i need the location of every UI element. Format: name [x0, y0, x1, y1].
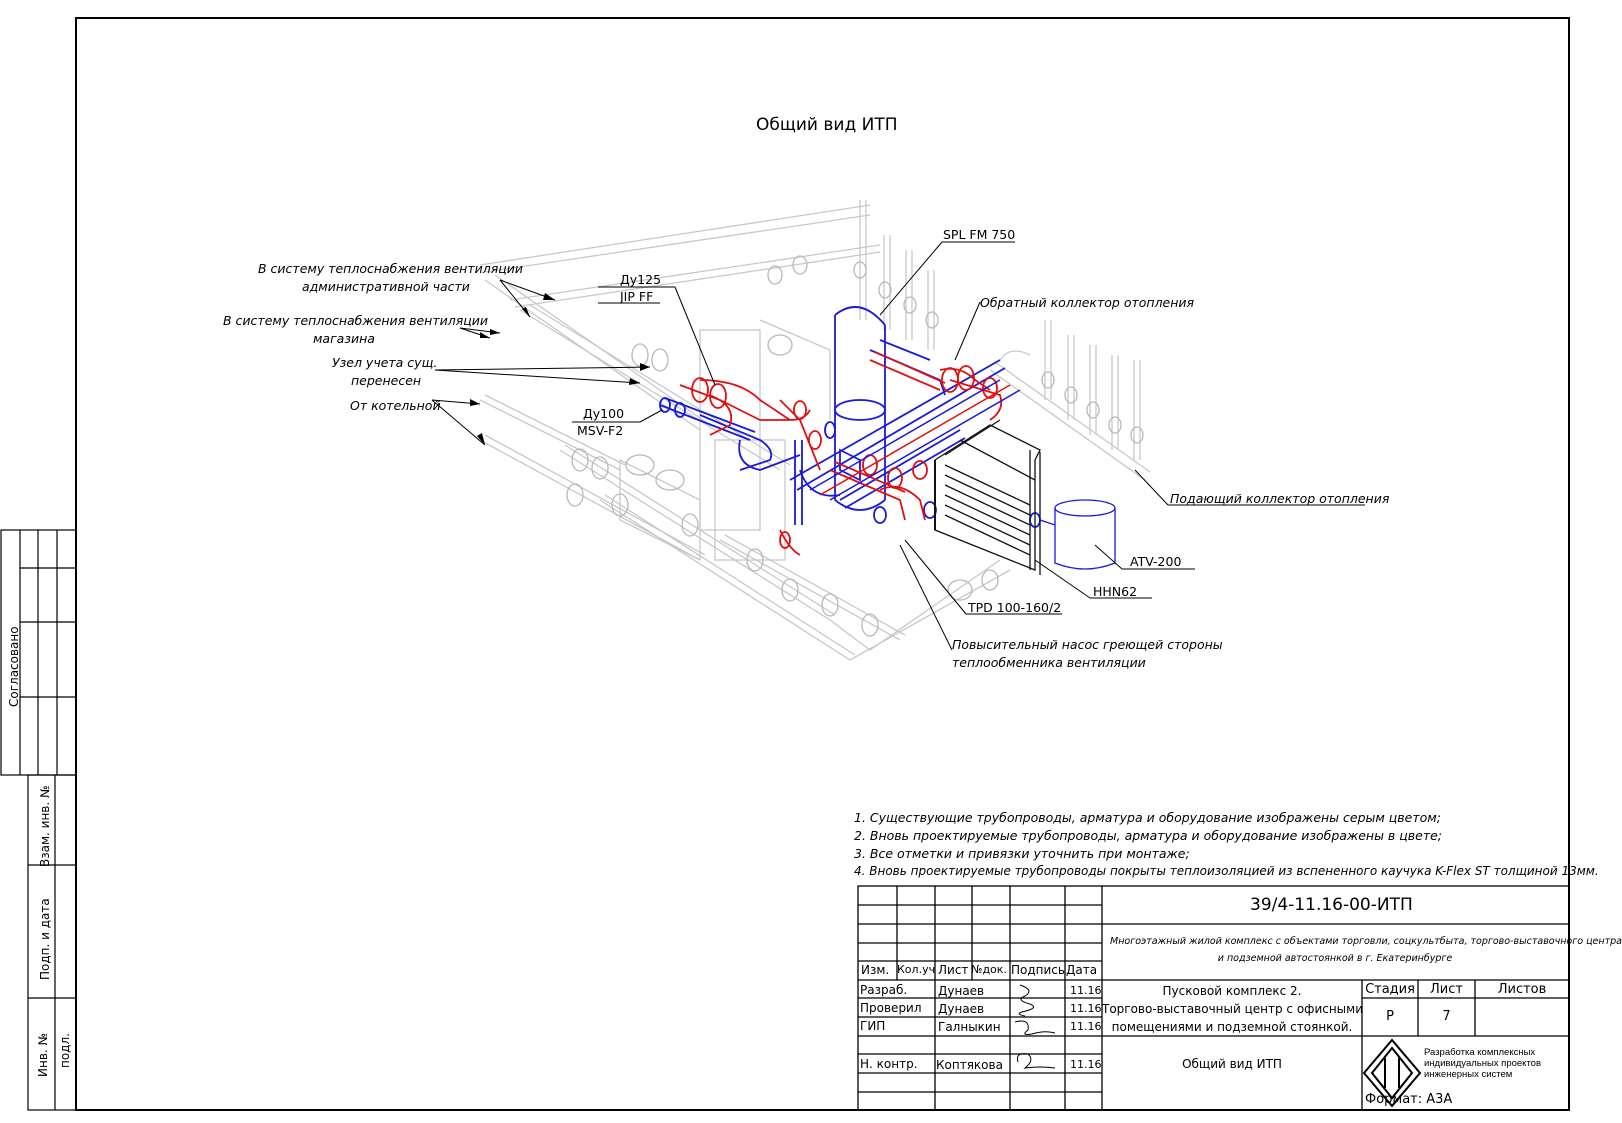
callout-meter-1: Узел учета сущ. — [332, 355, 438, 370]
complex-line-3: помещениями и подземной стоянкой. — [1111, 1020, 1353, 1034]
leader-arrows — [470, 293, 650, 445]
org-line-3: инженерных систем — [1424, 1069, 1513, 1080]
callout-msv-f2: MSV-F2 — [577, 423, 624, 438]
callout-supply-collector: Подающий коллектор отопления — [1170, 491, 1390, 506]
note-2: 2. Вновь проектируемые трубопроводы, арм… — [854, 828, 1443, 843]
row-name: Галныкин — [938, 1020, 1001, 1034]
callout-underlines — [575, 302, 660, 423]
side-stamp-lines — [0, 529, 77, 1111]
hdr-kol: Кол.уч — [897, 963, 936, 976]
callout-tpd: TPD 100-160/2 — [968, 600, 1062, 615]
side-vzam: Взам. инв. № — [38, 785, 52, 867]
row-date: 11.16 — [1070, 1020, 1102, 1033]
row-date: 11.16 — [1070, 1058, 1102, 1071]
hdr-ndoc: №док. — [971, 963, 1007, 976]
hdr-podpis: Подпись — [1011, 963, 1065, 977]
existing-equipment — [479, 200, 1151, 661]
project-line-2: и подземной автостоянкой в г. Екатеринбу… — [1217, 953, 1453, 964]
hdr-date: Дата — [1066, 963, 1098, 977]
heat-exchanger — [934, 419, 1041, 575]
callout-return-collector: Обратный коллектор отопления — [980, 295, 1195, 310]
hdr-list: Лист — [938, 963, 969, 977]
note-1: 1. Существующие трубопроводы, арматура и… — [854, 810, 1441, 825]
title-block-lines — [857, 885, 1570, 1111]
format-label: Формат: А3А — [1365, 1092, 1453, 1107]
sheet-name: Общий вид ИТП — [1182, 1057, 1282, 1071]
side-podl: подл. — [58, 1033, 72, 1068]
row-date: 11.16 — [1070, 984, 1102, 997]
sheets-label: Листов — [1497, 982, 1547, 997]
note-4: 4. Вновь проектируемые трубопроводы покр… — [854, 864, 1599, 878]
callout-du100: Ду100 — [583, 406, 625, 421]
row-role: Проверил — [860, 1001, 922, 1015]
new-blue-equipment — [659, 306, 1041, 528]
side-podp: Подп. и дата — [38, 898, 52, 980]
callout-du125: Ду125 — [620, 272, 662, 287]
doc-code: 39/4-11.16-00-ИТП — [1250, 895, 1413, 915]
callout-hhn: HHN62 — [1093, 584, 1138, 599]
org-line-2: индивидуальных проектов — [1424, 1058, 1542, 1069]
drawing-canvas — [0, 17, 1570, 1111]
row-name: Дунаев — [938, 1002, 985, 1016]
complex-line-1: Пусковой комплекс 2. — [1162, 984, 1302, 998]
callout-heat-shop-1: В систему теплоснабжения вентиляции — [223, 313, 489, 328]
new-red-equipment — [679, 351, 1003, 556]
side-inv: Инв. № — [36, 1032, 50, 1077]
callout-atv: ATV-200 — [1130, 554, 1182, 569]
callout-spl: SPL FM 750 — [943, 227, 1016, 242]
hdr-izm: Изм. — [861, 963, 890, 977]
row-name: Дунаев — [938, 984, 985, 998]
callout-booster-1: Повысительный насос греющей стороны — [952, 637, 1223, 652]
stage-label: Стадия — [1365, 982, 1415, 997]
sheet-value: 7 — [1442, 1009, 1451, 1024]
row-role: Н. контр. — [860, 1057, 918, 1071]
org-line-1: Разработка комплексных — [1424, 1047, 1536, 1058]
leader-lines — [431, 241, 1365, 651]
collector-bundle — [809, 379, 1021, 501]
callout-heat-admin-2: административной части — [302, 279, 470, 294]
drawing-title: Общий вид ИТП — [756, 115, 898, 135]
row-name: Коптякова — [936, 1058, 1003, 1072]
callout-from-boiler: От котельной — [350, 398, 441, 413]
complex-line-2: Торгово-выставочный центр с офисными — [1102, 1002, 1364, 1016]
callout-heat-shop-2: магазина — [313, 331, 375, 346]
callout-booster-2: теплообменника вентиляции — [952, 655, 1146, 670]
note-3: 3. Все отметки и привязки уточнить при м… — [854, 846, 1190, 861]
sheet-label: Лист — [1430, 982, 1463, 997]
row-date: 11.16 — [1070, 1002, 1102, 1015]
callout-heat-admin-1: В систему теплоснабжения вентиляции — [258, 261, 524, 276]
side-agreed: Согласовано — [7, 626, 21, 707]
callout-meter-2: перенесен — [351, 373, 422, 388]
row-role: ГИП — [860, 1019, 886, 1033]
callout-jip-ff: JIP FF — [620, 289, 654, 304]
stage-value: Р — [1386, 1009, 1394, 1024]
atv-tank — [1039, 499, 1116, 570]
company-logo — [1362, 1038, 1422, 1108]
project-line-1: Многоэтажный жилой комплекс с объектами … — [1110, 936, 1622, 947]
signatures — [1014, 984, 1056, 1069]
row-role: Разраб. — [860, 983, 908, 997]
